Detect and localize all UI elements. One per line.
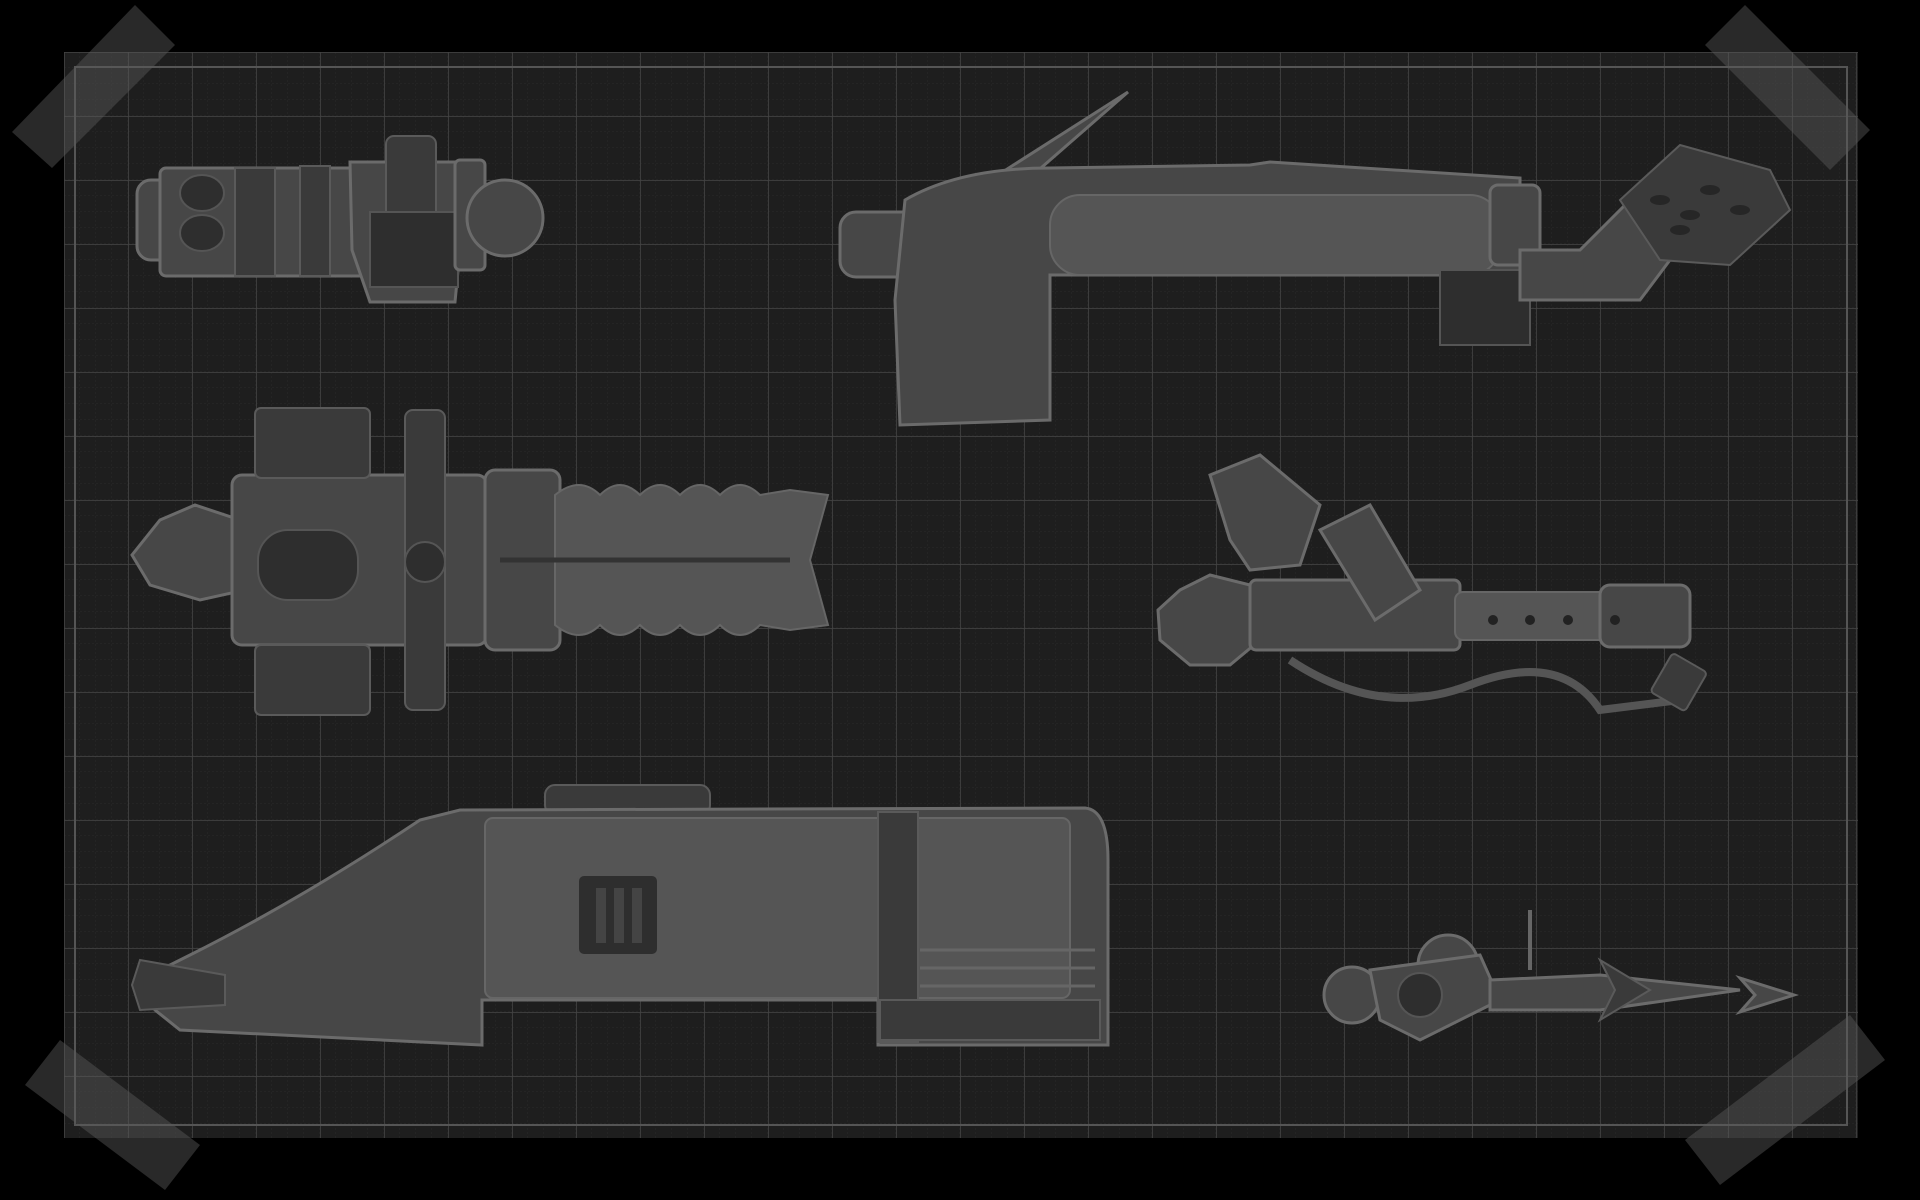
tape-bottom-left <box>25 1040 200 1190</box>
long-flamethrower-icon[interactable] <box>838 90 1792 427</box>
ribbed-cannon-icon[interactable] <box>130 407 830 716</box>
tape-top-left <box>12 5 175 168</box>
minigun-icon[interactable] <box>135 135 545 304</box>
board-inner-border <box>74 66 1848 1126</box>
harpoon-icon[interactable] <box>1322 910 1799 1042</box>
tape-bottom-right <box>1685 1015 1885 1185</box>
pipe-launcher-icon[interactable] <box>1156 453 1707 715</box>
tape-top-right <box>1705 5 1870 170</box>
tank-launcher-icon[interactable] <box>130 784 1110 1047</box>
